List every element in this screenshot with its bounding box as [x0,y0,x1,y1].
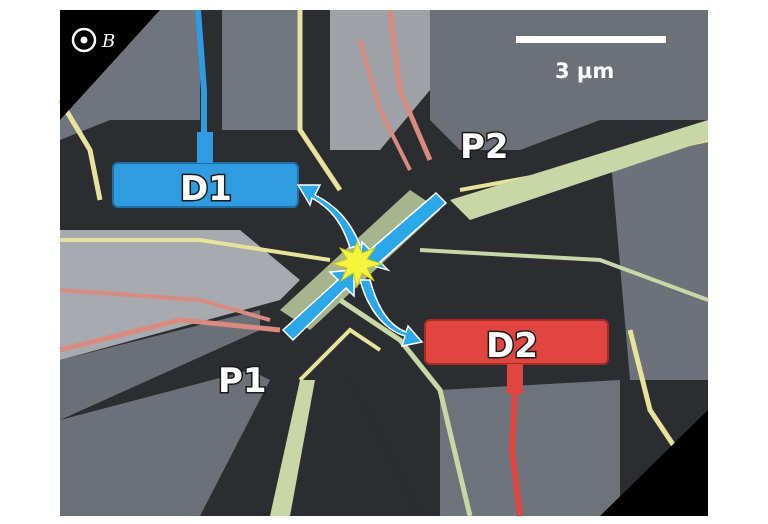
electrode-top-right [330,10,430,150]
scale-bar [516,36,666,43]
arrow-from-p1 [281,269,355,342]
electrode-bottom-mid [300,380,420,516]
yellow-gate-1 [57,98,103,201]
d2-label: D2 [486,326,538,366]
red-gate-4 [59,288,271,322]
scale-bar-label: 3 µm [555,59,614,83]
p2-label: P2 [460,127,509,167]
electrode-bottom-right [440,380,620,516]
electrode-bottom-left [60,370,270,516]
red-gate-2 [358,39,412,171]
d2-stub [507,364,523,394]
d1-label: D1 [180,169,232,209]
red-gate-3 [59,317,281,353]
yellow-gate-4 [298,327,382,382]
green-gate-lower [338,297,473,517]
electrode-top-far-right [430,10,708,150]
d1-stub [197,132,213,163]
electrode-top-mid [222,10,300,130]
d2-lead [508,389,523,517]
collision-star-icon [331,240,384,289]
corner-bottom-right [600,410,708,516]
arrow-to-d2 [359,279,424,347]
electrode-left-lower [60,310,260,420]
arrows [281,184,448,347]
field-label: B [101,31,115,52]
yellow-gate-2 [60,238,331,262]
d1-lead [195,9,207,135]
green-gate-upper [419,248,709,302]
yellow-gate-3 [297,10,343,192]
green-gate-bottom-left [270,380,315,516]
magnetic-field-out-of-page-icon [71,27,97,53]
red-gate-1 [387,9,433,161]
p1-label: P1 [218,361,267,401]
green-gate-right [450,120,708,220]
electrode-right [610,140,708,380]
arrow-to-d1 [296,184,362,249]
electrode-left [60,230,300,360]
magnetic-field-dot [80,36,88,44]
